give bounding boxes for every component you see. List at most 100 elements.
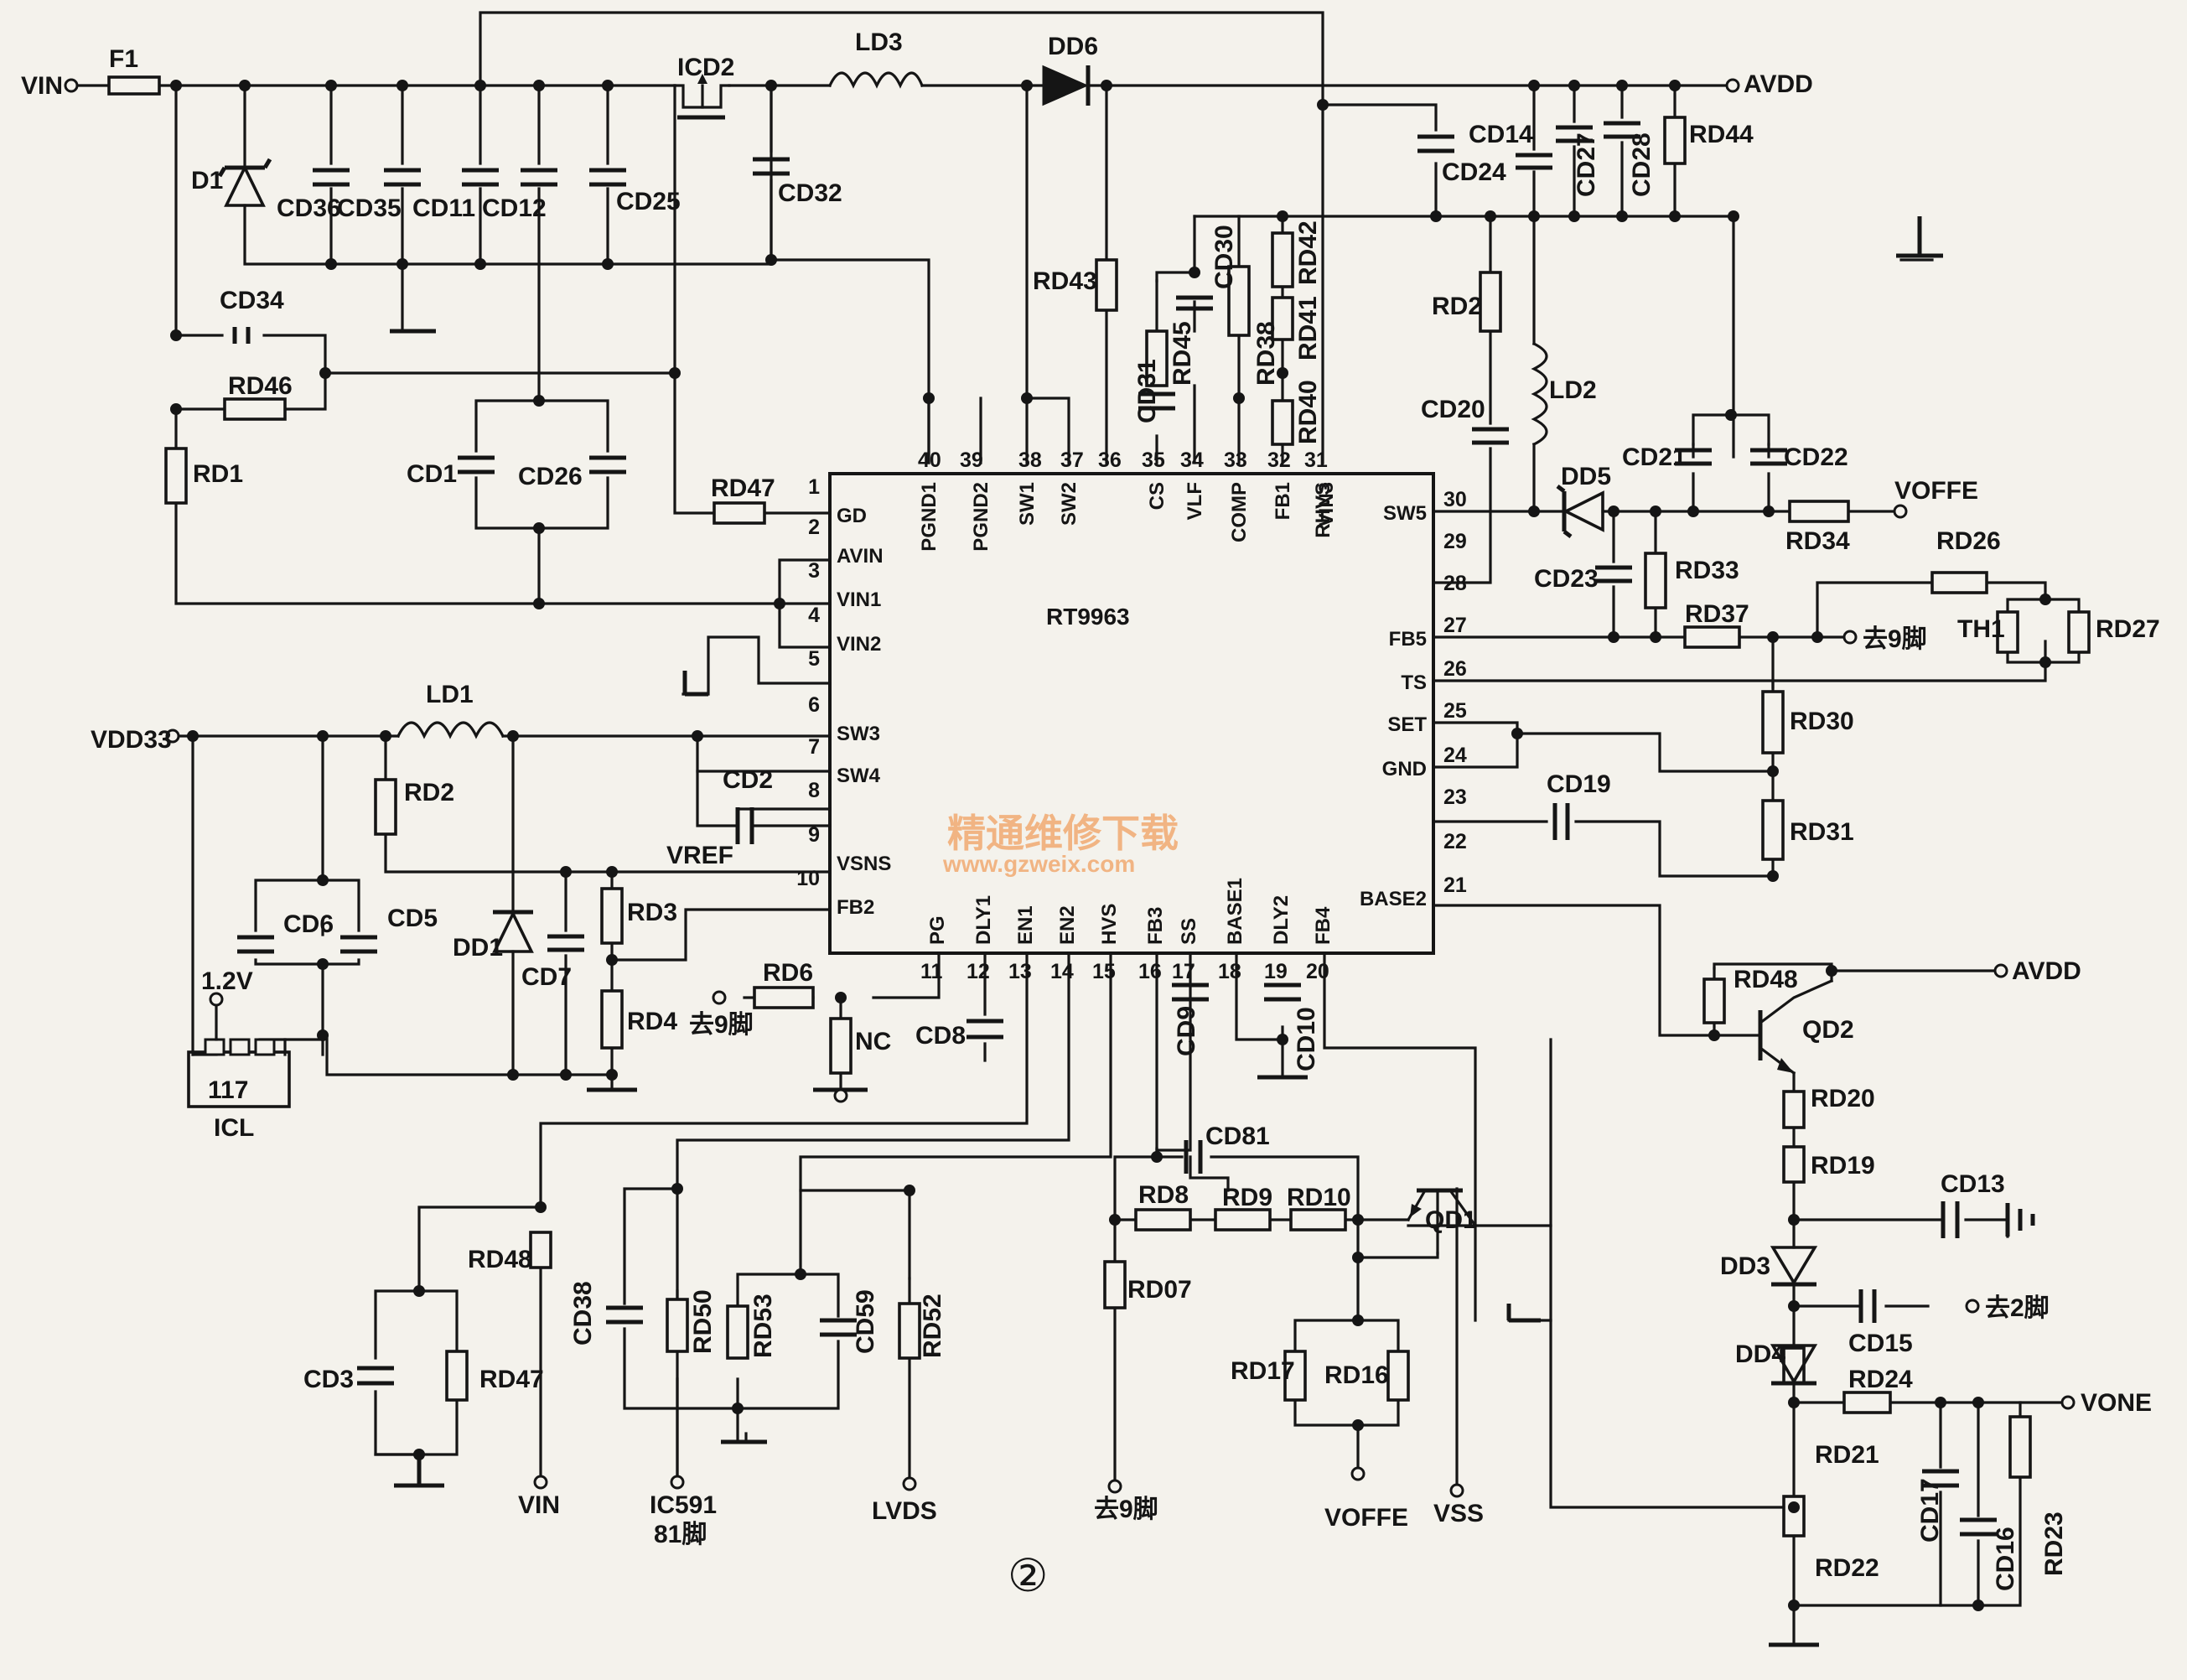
fuse-f1 (107, 75, 161, 96)
label-cd27: CD27 (1573, 132, 1600, 197)
label-rd48-left: RD48 (468, 1246, 532, 1273)
label-nc: NC (855, 1028, 891, 1055)
resistor-rd9 (1214, 1208, 1272, 1231)
resistor-rd1 (164, 447, 188, 505)
ic-pin-number: 18 (1218, 960, 1241, 983)
resistor-rd43 (1095, 258, 1118, 312)
resistor-rd17 (1283, 1350, 1307, 1402)
diode-dd6 (1042, 65, 1091, 106)
label-rd45: RD45 (1169, 321, 1196, 386)
resistor-rd40 (1271, 399, 1294, 446)
resistor-rd48-right (1702, 977, 1726, 1024)
label-1v2: 1.2V (201, 967, 253, 995)
resistor-nc (829, 1017, 853, 1075)
ic-pin-name: VIN2 (837, 633, 881, 656)
ic-pin-name: RHVS (1312, 482, 1334, 538)
label-f1: F1 (109, 45, 138, 73)
label-cd23: CD23 (1534, 565, 1599, 593)
resistor-rd33 (1644, 552, 1667, 609)
label-cd21: CD21 (1622, 443, 1687, 471)
capacitor-cd2 (735, 807, 754, 844)
ic-pin-number: 12 (967, 960, 990, 983)
ic-pin-number: 6 (808, 693, 820, 717)
thermistor-th1 (1996, 610, 2019, 654)
inductor-ld1 (396, 721, 505, 739)
ic-pin-number: 14 (1050, 960, 1074, 983)
terminal-lvds (902, 1476, 917, 1491)
ic-pin-name: PGND2 (970, 482, 992, 552)
regulator-117 (187, 1003, 291, 1108)
ic-pin-number: 1 (808, 475, 820, 499)
ic-pin-name: COMP (1228, 482, 1251, 542)
ic-pin-number: 29 (1443, 530, 1467, 553)
label-rd31: RD31 (1790, 818, 1854, 846)
terminal-go9-left (712, 990, 727, 1005)
ic-pin-name: FB4 (1312, 906, 1334, 945)
capacitor-cd6 (237, 935, 274, 954)
ic-pin-name: FB1 (1272, 482, 1294, 520)
ic-pin-name: DLY1 (972, 895, 995, 945)
ic-pin-number: 20 (1306, 960, 1329, 983)
label-cd9: CD9 (1173, 1006, 1200, 1056)
resistor-rd22 (1782, 1495, 1806, 1537)
resistor-rd48-left (529, 1231, 552, 1269)
terminal-voffe-bottom (1350, 1466, 1366, 1481)
capacitor-cd22 (1750, 448, 1787, 466)
ic-pin-name: VIN3 (1315, 482, 1338, 526)
resistor-rd24 (1842, 1391, 1892, 1414)
label-vin: VIN (21, 72, 63, 100)
ic-pin-number: 2 (808, 516, 820, 539)
ic-pin-number: 10 (796, 867, 820, 890)
ic-pin-number: 38 (1018, 449, 1042, 472)
ic-pin-name: EN1 (1014, 905, 1037, 945)
terminal-voffe-top (1893, 504, 1908, 519)
label-rd38: RD38 (1252, 321, 1280, 386)
terminal-avdd-right (1993, 963, 2008, 978)
watermark-url: www.gzweix.com (942, 851, 1135, 877)
capacitor-cd35 (384, 168, 421, 187)
resistor-rd6 (753, 986, 815, 1009)
label-cd59: CD59 (852, 1289, 879, 1354)
resistor-rd47-top (713, 501, 766, 525)
ic-pin-name: PG (926, 915, 949, 945)
transistors (187, 74, 1834, 1255)
ic-pin-number: 22 (1443, 830, 1467, 853)
label-vin-bottom: VIN (518, 1491, 560, 1519)
diode-dd3 (1770, 1246, 1818, 1287)
capacitor-cd24 (1516, 153, 1552, 170)
label-rd19: RD19 (1811, 1152, 1875, 1180)
label-cd2: CD2 (723, 766, 773, 794)
resistor-rd38 (1227, 265, 1251, 337)
resistor-rd53 (726, 1304, 749, 1360)
label-cd81: CD81 (1205, 1123, 1270, 1150)
capacitor-cd8 (967, 1019, 1003, 1040)
capacitor-cd59 (820, 1318, 857, 1337)
ic-pin-number: 32 (1267, 449, 1291, 472)
resistor-rd21 (1782, 1346, 1806, 1385)
capacitor-cd28 (1604, 121, 1640, 139)
ic-pin-number: 30 (1443, 488, 1467, 511)
ic-pin-name: HVS (1098, 904, 1121, 945)
label-rd27: RD27 (2096, 615, 2160, 643)
label-go9-right: 去9脚 (1863, 625, 1927, 653)
terminal-vin-top (64, 78, 79, 93)
capacitor-cd81 (1184, 1140, 1203, 1174)
terminal-vone (2060, 1395, 2076, 1410)
capacitor-cd38 (606, 1305, 643, 1325)
label-icd2: ICD2 (677, 54, 734, 81)
capacitor-cd5 (340, 935, 377, 954)
label-rd8: RD8 (1138, 1181, 1189, 1209)
ic-pin-name: CS (1146, 482, 1169, 510)
ic-pin-number: 21 (1443, 874, 1467, 897)
label-avdd-top: AVDD (1744, 70, 1813, 98)
label-rd52: RD52 (919, 1294, 946, 1358)
label-qd2: QD2 (1802, 1016, 1854, 1044)
ic-pin-name: AVIN (837, 545, 884, 568)
ic-pin-name: EN2 (1056, 905, 1079, 945)
capacitor-cd31 (1138, 391, 1175, 411)
ic-pin-name: PGND1 (918, 482, 941, 552)
ic-pin-name: SW3 (837, 723, 880, 745)
ic-pin-number: 27 (1443, 614, 1467, 637)
capacitor-cd34 (232, 327, 251, 344)
